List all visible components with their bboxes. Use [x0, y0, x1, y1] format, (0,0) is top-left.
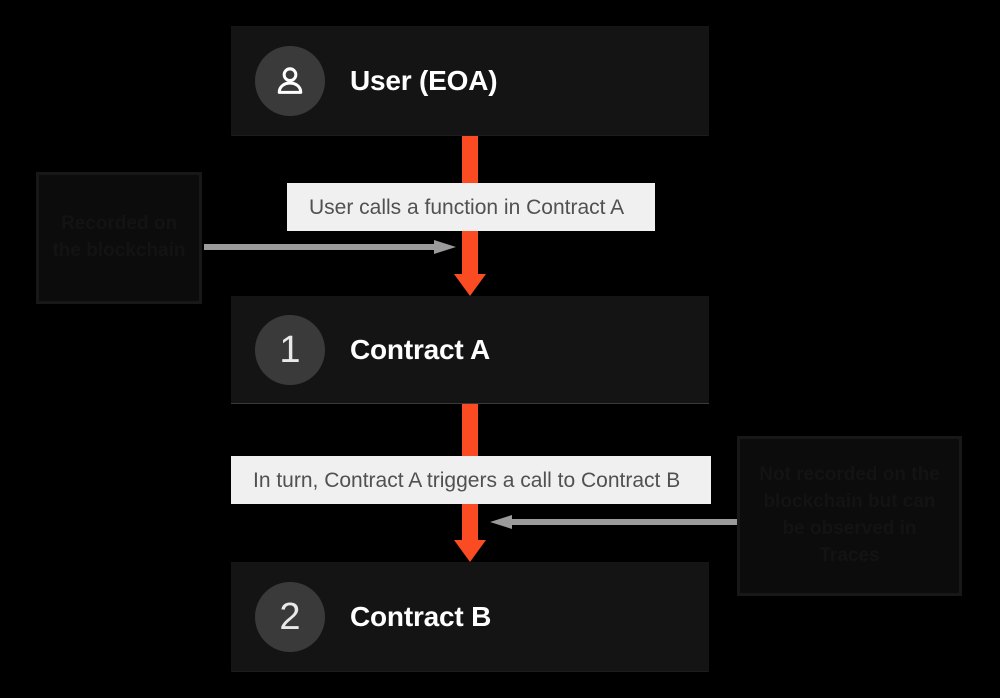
user-avatar-badge [255, 45, 325, 116]
callout-not-recorded-on-blockchain: Not recorded on the blockchain but can b… [737, 436, 962, 596]
node-label-contract-b: Contract B [350, 600, 492, 632]
node-label-contract-a: Contract A [350, 333, 491, 365]
node-contract-b[interactable]: 2 Contract B [231, 562, 709, 672]
edge-caption-contract-a-calls-contract-b: In turn, Contract A triggers a call to C… [231, 456, 711, 504]
arrow-head-right-icon [434, 240, 456, 254]
callout-arrow-not-recorded [490, 515, 738, 529]
arrow-head-down-icon [454, 274, 486, 296]
node-user-eoa[interactable]: User (EOA) [231, 26, 709, 136]
step-number-badge-1: 1 [255, 314, 325, 385]
arrow-head-down-icon [454, 540, 486, 562]
person-icon [277, 66, 303, 94]
callout-recorded-on-blockchain: Recorded on the blockchain [36, 172, 202, 304]
arrow-shaft [204, 244, 440, 250]
callout-arrow-recorded [204, 240, 456, 254]
arrow-head-left-icon [490, 515, 512, 529]
edge-caption-user-calls-contract-a: User calls a function in Contract A [287, 183, 655, 231]
node-label-user-eoa: User (EOA) [350, 64, 498, 96]
step-number-badge-2: 2 [255, 581, 325, 652]
node-contract-a[interactable]: 1 Contract A [231, 296, 709, 404]
arrow-shaft [506, 519, 738, 525]
